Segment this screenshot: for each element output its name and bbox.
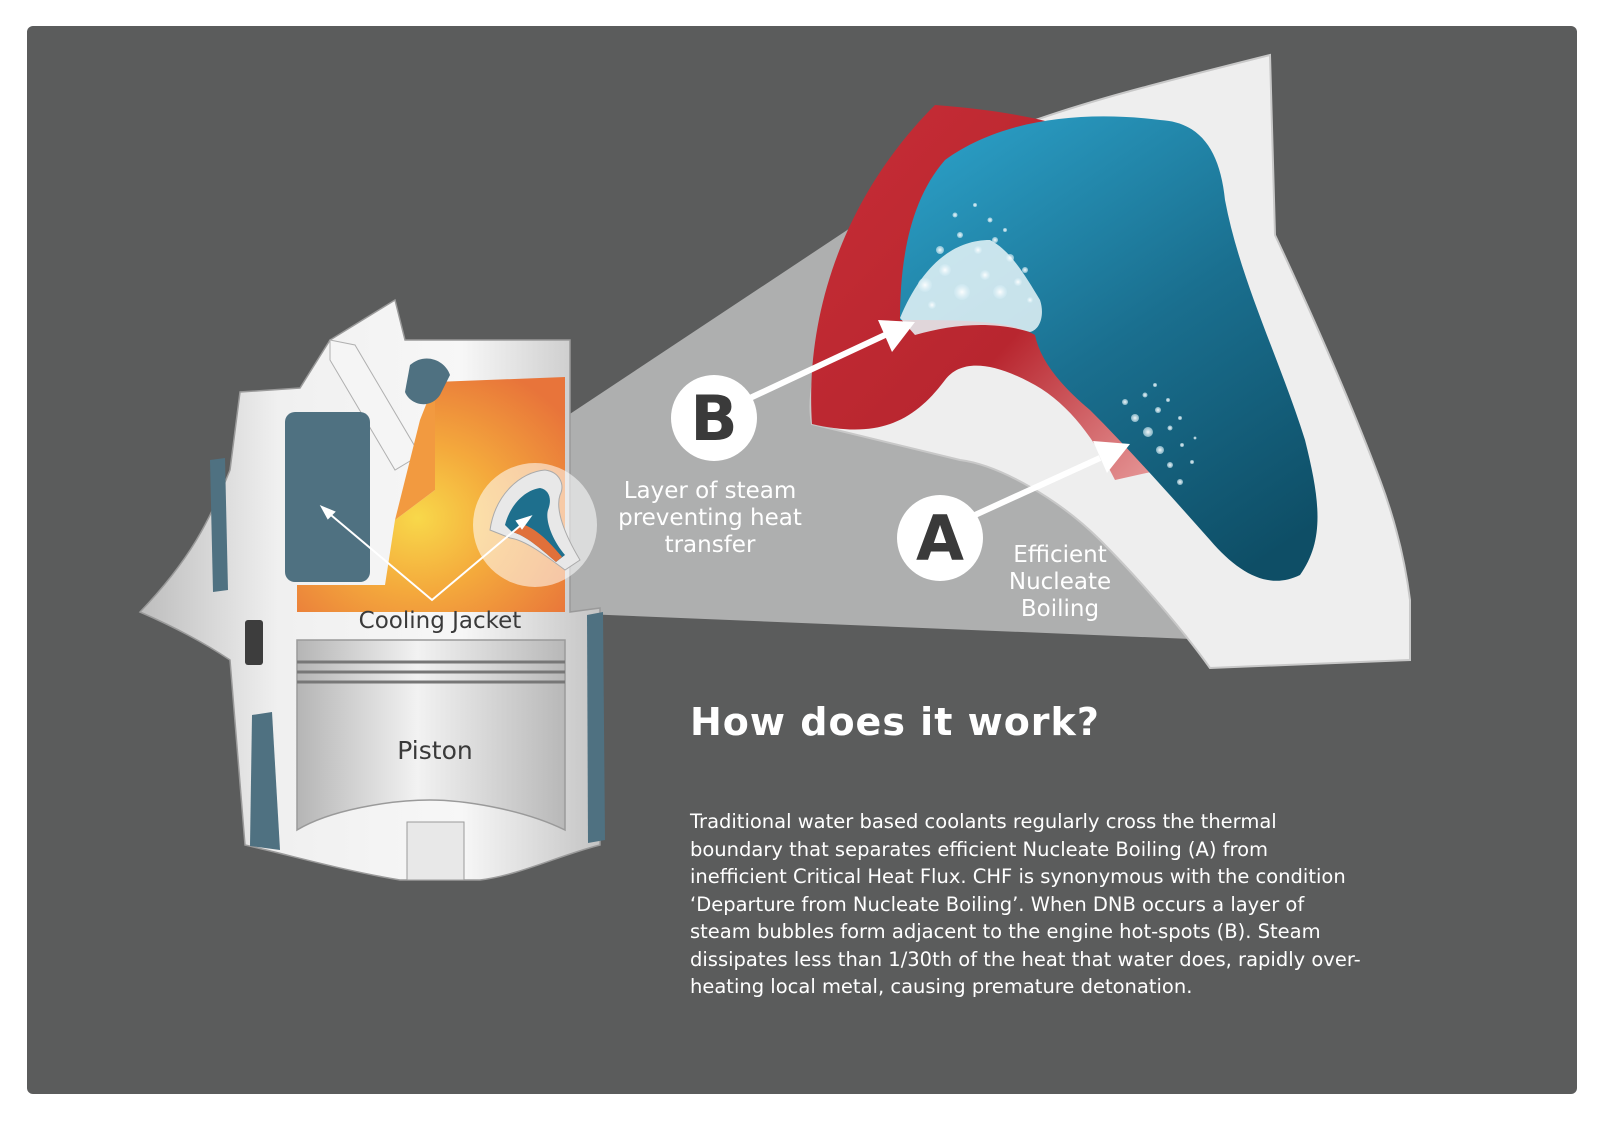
piston-text: Piston (397, 736, 473, 765)
steam-layer-line-3: transfer (664, 532, 756, 558)
steam-bubbles (918, 203, 1033, 309)
zoom-detail (748, 53, 1411, 670)
coolant-passage-left (285, 412, 370, 582)
steam-layer-line-2: preventing heat (618, 505, 802, 531)
nucleate-boiling-line-3: Boiling (1020, 596, 1100, 622)
marker-a-letter: A (916, 501, 964, 575)
nucleate-boiling-line-1: Efficient (1013, 542, 1107, 568)
piston-body (296, 639, 566, 881)
nucleate-boiling-label: Efficient Nucleate Boiling (990, 542, 1130, 623)
marker-a-badge: A (897, 495, 983, 581)
cooling-jacket-text: Cooling Jacket (358, 608, 522, 634)
steam-layer-line-1: Layer of steam (623, 478, 797, 504)
steam-layer (900, 240, 1042, 335)
explanation-paragraph: Traditional water based coolants regular… (690, 810, 1361, 998)
engine-cutaway (138, 298, 605, 881)
cooling-jacket-pointers (319, 504, 533, 602)
nucleate-bubbles (1122, 383, 1197, 485)
nucleate-boiling-line-2: Nucleate (1008, 569, 1112, 595)
steam-layer-label: Layer of steam preventing heat transfer (605, 478, 815, 559)
marker-b-badge: B (671, 375, 757, 461)
piston-label: Piston (370, 738, 500, 763)
magnifier-circle (473, 463, 597, 587)
marker-arrows (748, 320, 1130, 518)
water-body (900, 116, 1318, 581)
section-heading: How does it work? (690, 700, 1100, 744)
marker-b-letter: B (690, 381, 738, 455)
cooling-jacket-label: Cooling Jacket (340, 610, 540, 633)
